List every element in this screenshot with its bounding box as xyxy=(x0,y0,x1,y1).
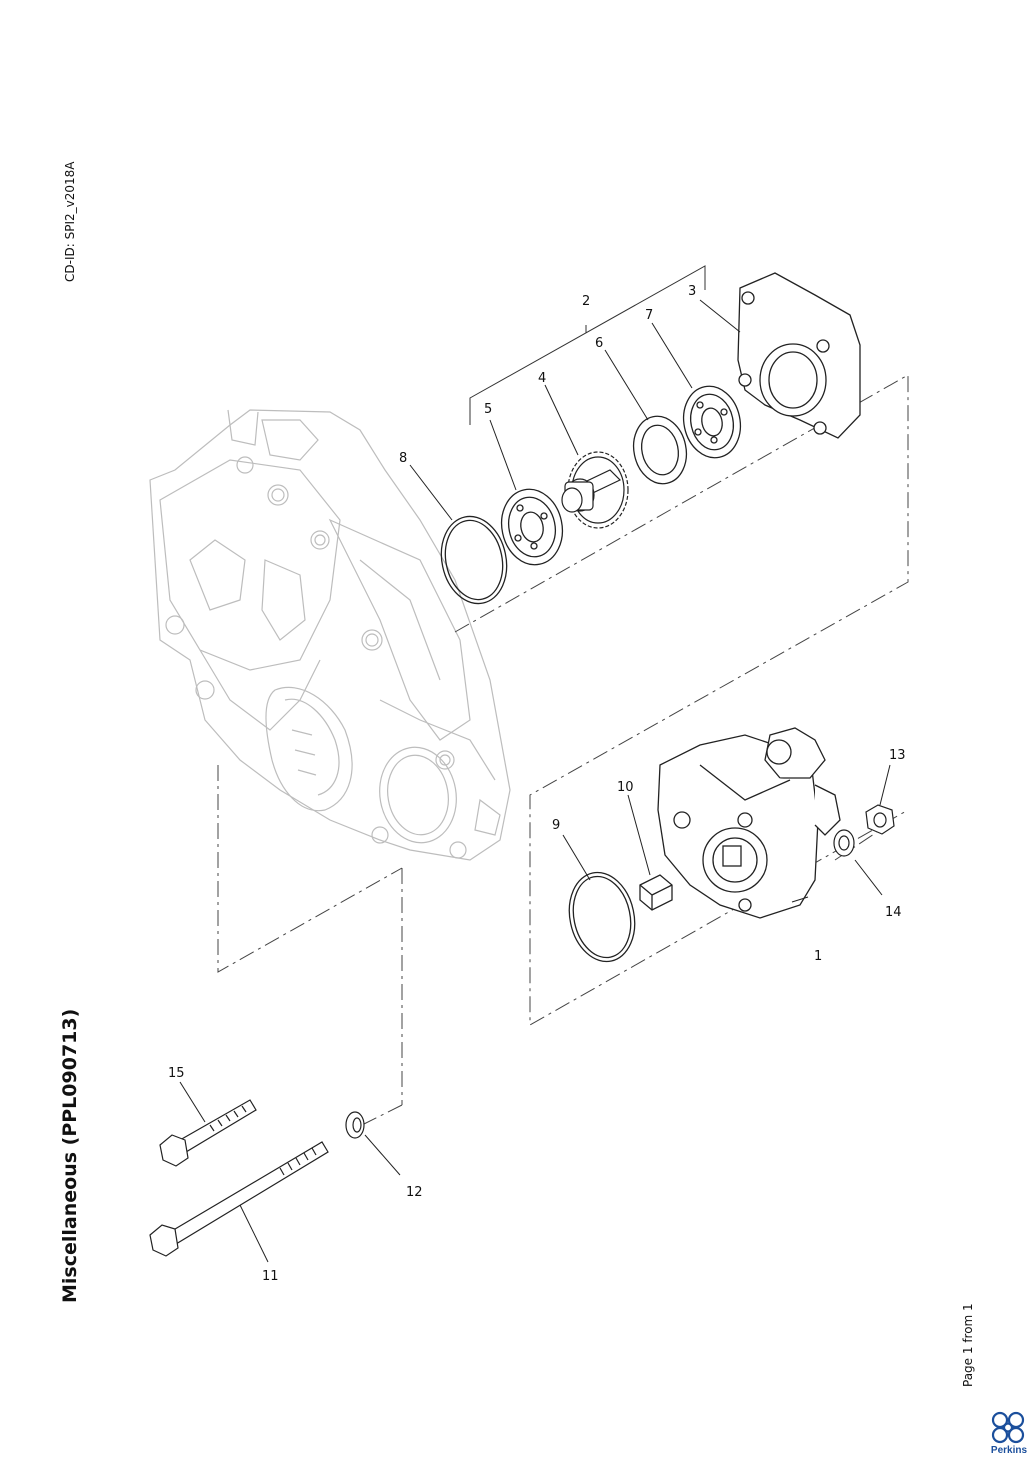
part-4-gear xyxy=(561,451,629,529)
callout-15: 15 xyxy=(168,1066,185,1081)
callout-7: 7 xyxy=(645,308,653,323)
callout-8: 8 xyxy=(399,451,407,466)
brand-label: Perkins xyxy=(990,1445,1028,1456)
callout-9: 9 xyxy=(552,818,560,833)
callout-2: 2 xyxy=(582,294,590,309)
callout-13: 13 xyxy=(889,748,906,763)
part-3-flange-housing xyxy=(737,272,861,439)
callout-6: 6 xyxy=(595,336,603,351)
part-11-long-bolt xyxy=(149,1141,329,1257)
callout-11: 11 xyxy=(262,1269,279,1284)
callout-leaders xyxy=(179,299,891,1263)
part-13-nut xyxy=(865,804,895,835)
perkins-logo-icon xyxy=(991,1411,1025,1444)
part-1-pump-body xyxy=(657,727,841,919)
callout-1: 1 xyxy=(814,949,822,964)
part-9-o-ring xyxy=(568,871,636,963)
callout-5: 5 xyxy=(484,402,492,417)
part-15-short-bolt xyxy=(159,1099,257,1167)
engine-housing-outline xyxy=(149,409,511,861)
part-12-washer xyxy=(345,1111,365,1139)
callout-4: 4 xyxy=(538,371,546,386)
part-6-seal xyxy=(632,415,688,485)
part-7-bearing xyxy=(682,385,742,459)
callout-labels: 1 2 3 4 5 6 7 8 9 10 11 12 13 14 15 xyxy=(168,284,906,1284)
part-8-o-ring xyxy=(440,515,508,605)
part-10-plug xyxy=(639,874,673,911)
callout-14: 14 xyxy=(885,905,902,920)
callout-3: 3 xyxy=(688,284,696,299)
assembly-bracket xyxy=(469,265,706,425)
part-14-washer xyxy=(833,829,855,857)
callout-10: 10 xyxy=(617,780,634,795)
part-5-bearing xyxy=(500,488,564,566)
callout-12: 12 xyxy=(406,1185,423,1200)
